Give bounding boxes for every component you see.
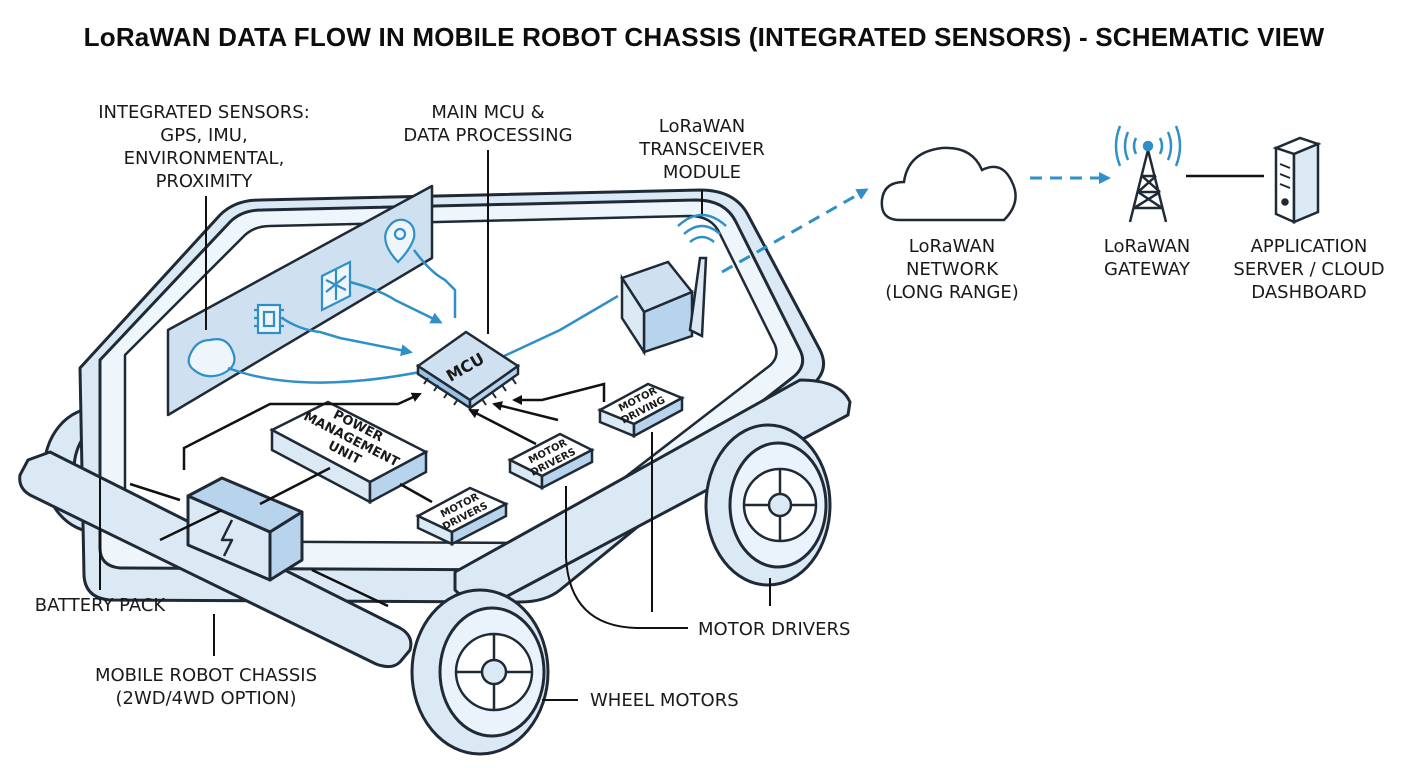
diagram-title: LoRaWAN DATA FLOW IN MOBILE ROBOT CHASSI…: [83, 22, 1325, 52]
motor-driver-left: MOTOR DRIVERS: [415, 486, 509, 547]
wheel-front-right: [410, 588, 550, 756]
battery-icon: [220, 519, 234, 557]
chip-icon: [254, 303, 284, 335]
label-network-line-1: LoRaWAN: [909, 236, 995, 257]
label-chassis-line-1: MOBILE ROBOT CHASSIS: [95, 665, 317, 686]
label-chassis: MOBILE ROBOT CHASSIS (2WD/4WD OPTION): [95, 665, 317, 709]
label-sensors-line-1: INTEGRATED SENSORS:: [98, 102, 310, 123]
label-motor-drivers: MOTOR DRIVERS: [698, 619, 850, 640]
label-transceiver-line-2: TRANSCEIVER: [638, 139, 764, 160]
label-mcu-line-2: DATA PROCESSING: [403, 125, 572, 146]
leader-lines: [99, 150, 771, 701]
label-chassis-line-2: (2WD/4WD OPTION): [115, 688, 296, 709]
label-server-line-2: SERVER / CLOUD: [1233, 259, 1384, 280]
label-sensors-line-2: GPS, IMU,: [160, 125, 247, 146]
wheel-back-right: [704, 423, 832, 587]
label-mcu-line-1: MAIN MCU &: [431, 102, 544, 123]
label-server-line-1: APPLICATION: [1251, 236, 1368, 257]
label-transceiver-line-1: LoRaWAN: [659, 116, 745, 137]
label-sensors-line-3: ENVIRONMENTAL,: [124, 148, 285, 169]
wifi-signal-icon: [677, 213, 727, 243]
gps-pin-icon: [384, 218, 416, 264]
radio-tower-icon: [1114, 125, 1182, 223]
label-network: LoRaWAN NETWORK (LONG RANGE): [885, 236, 1019, 303]
label-gateway-line-2: GATEWAY: [1104, 259, 1191, 280]
server-icon: [1272, 136, 1322, 224]
label-transceiver: LoRaWAN TRANSCEIVER MODULE: [638, 116, 764, 183]
power-wiring: [129, 382, 606, 608]
sensor-icons: [187, 218, 416, 378]
transceiver-module: [620, 256, 708, 357]
proximity-sensor-icon: [187, 338, 236, 378]
label-battery-pack: BATTERY PACK: [35, 595, 167, 616]
cloud-icon: [880, 146, 1017, 222]
motor-driver-right: MOTOR DRIVING: [597, 382, 685, 439]
label-integrated-sensors: INTEGRATED SENSORS: GPS, IMU, ENVIRONMEN…: [98, 102, 310, 192]
front-bumper: [18, 450, 413, 669]
mcu-chip: MCU: [415, 330, 521, 411]
wireless-link-to-network: [721, 188, 869, 274]
label-network-line-2: NETWORK: [906, 259, 999, 280]
sensor-data-lines: [227, 249, 619, 384]
compass-icon: [320, 260, 352, 312]
label-main-mcu: MAIN MCU & DATA PROCESSING: [403, 102, 572, 146]
label-app-server: APPLICATION SERVER / CLOUD DASHBOARD: [1233, 236, 1384, 303]
label-server-line-3: DASHBOARD: [1251, 282, 1366, 303]
label-transceiver-line-3: MODULE: [663, 162, 741, 183]
label-sensors-line-4: PROXIMITY: [156, 171, 254, 192]
label-network-line-3: (LONG RANGE): [885, 282, 1019, 303]
label-gateway-line-1: LoRaWAN: [1104, 236, 1190, 257]
label-gateway: LoRaWAN GATEWAY: [1104, 236, 1191, 280]
label-wheel-motors: WHEEL MOTORS: [590, 690, 739, 711]
